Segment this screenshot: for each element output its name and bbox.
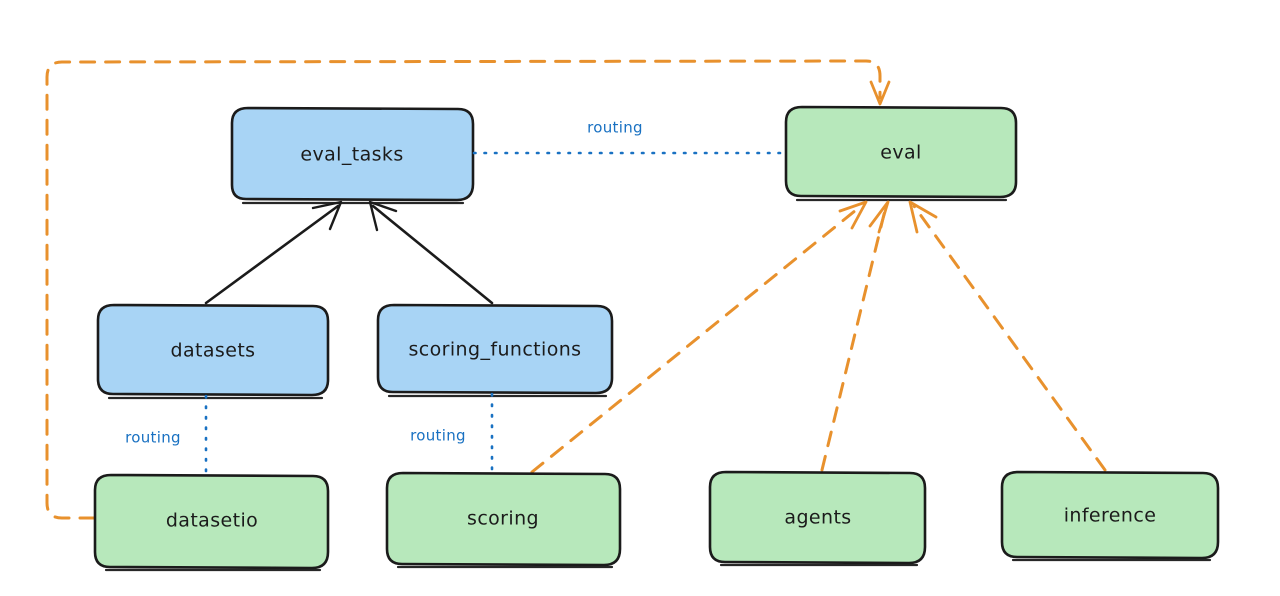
node-scoring[interactable]: scoring — [385, 471, 622, 569]
edge-scoring-eval-arrowhead — [838, 200, 868, 230]
edge-agents-eval-arrowhead — [868, 200, 890, 234]
node-scoring-box — [385, 471, 622, 567]
edge-inference-eval-line — [912, 204, 1107, 472]
node-agents[interactable]: agents — [708, 470, 927, 567]
edge-label-routing-datasets: routing — [125, 429, 181, 447]
edge-label-routing-top: routing — [587, 119, 643, 137]
node-eval[interactable]: eval — [784, 105, 1018, 202]
node-datasets[interactable]: datasets — [96, 303, 330, 400]
node-eval-tasks-label: eval_tasks — [300, 144, 403, 166]
edge-scoring-eval — [530, 200, 868, 474]
node-agents-label: agents — [784, 507, 851, 529]
edge-inference-eval-arrowhead — [908, 200, 938, 234]
node-eval-label: eval — [880, 142, 921, 164]
edge-datasets-eval-tasks-arrowhead — [311, 200, 343, 231]
node-eval-box — [784, 105, 1018, 199]
node-scoring-functions-label: scoring_functions — [409, 339, 582, 361]
node-eval-tasks-box — [230, 106, 475, 202]
node-datasetio-label: datasetio — [166, 510, 258, 532]
edge-datasets-eval-tasks — [204, 200, 343, 305]
edge-inference-eval — [908, 200, 1107, 472]
edge-scoring-functions-eval-tasks-line — [371, 204, 494, 305]
node-agents-box — [708, 470, 927, 565]
node-scoring-functions-box — [376, 303, 614, 395]
node-inference[interactable]: inference — [1000, 470, 1220, 562]
edge-agents-eval — [820, 200, 890, 472]
node-datasets-label: datasets — [171, 340, 256, 362]
edge-scoring-eval-line — [530, 204, 863, 474]
edge-label-routing-scoring-functions: routing — [410, 427, 466, 445]
edge-scoring-functions-eval-tasks — [368, 200, 494, 305]
edge-datasets-datasetio: routing — [125, 394, 208, 476]
node-datasetio[interactable]: datasetio — [93, 473, 330, 572]
edge-agents-eval-line — [820, 204, 888, 472]
node-scoring-functions[interactable]: scoring_functions — [376, 303, 614, 398]
edge-datasetio-eval-arrowhead — [869, 80, 891, 106]
node-inference-label: inference — [1064, 505, 1157, 527]
node-datasets-box — [96, 303, 330, 397]
node-eval-tasks[interactable]: eval_tasks — [230, 106, 475, 205]
node-datasetio-box — [93, 473, 330, 570]
edge-scoring-functions-eval-tasks-arrowhead — [368, 200, 398, 232]
edge-eval-tasks-eval: routing — [472, 119, 788, 155]
node-inference-box — [1000, 470, 1220, 560]
node-scoring-label: scoring — [467, 508, 539, 530]
edge-datasetio-eval — [45, 59, 891, 520]
edge-datasets-eval-tasks-line — [204, 204, 340, 305]
edge-scoring-functions-scoring: routing — [410, 392, 494, 474]
